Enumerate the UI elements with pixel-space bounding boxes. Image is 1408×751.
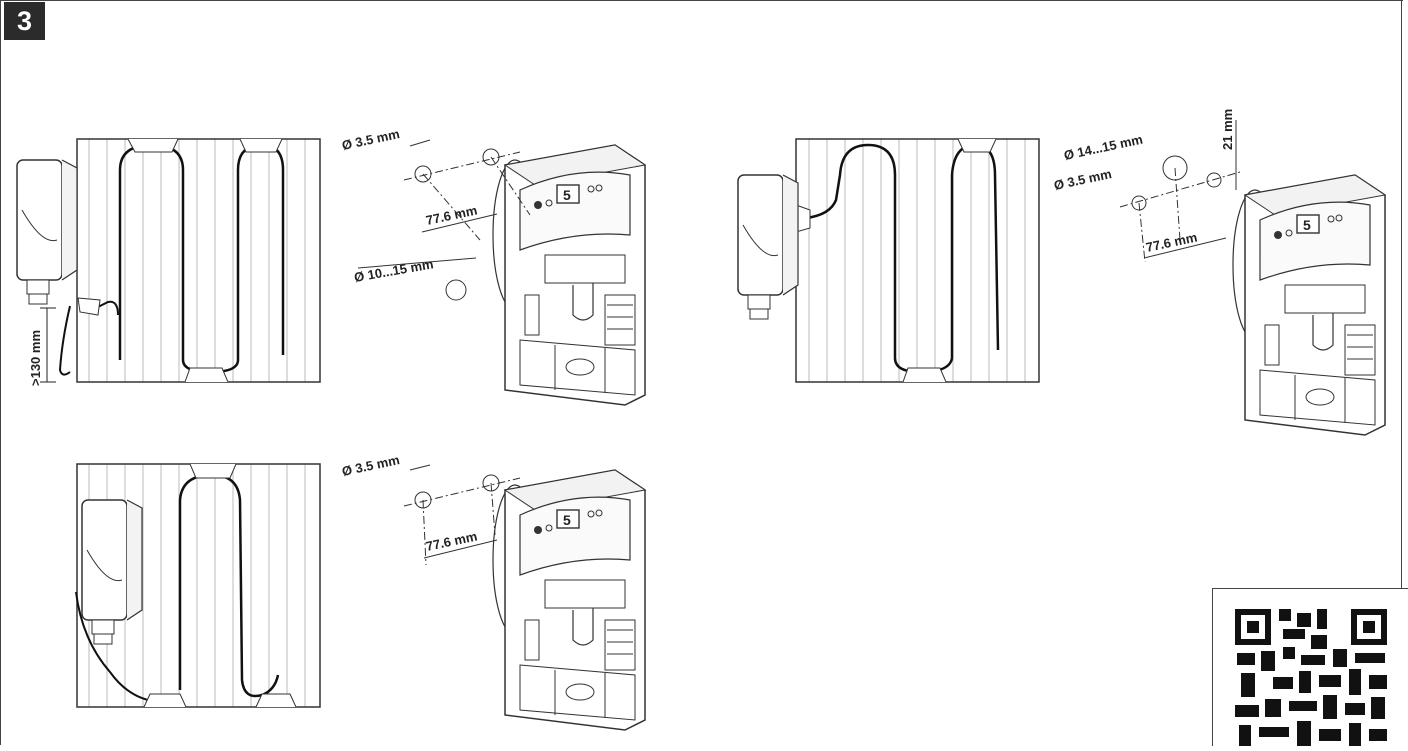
frame-border-top bbox=[0, 0, 1403, 1]
panel-c-wall bbox=[75, 463, 321, 708]
panel-b-device bbox=[1119, 120, 1386, 436]
dim-a-hole-large: Ø 10...15 mm bbox=[353, 256, 435, 285]
qr-code-icon bbox=[1235, 609, 1387, 746]
dim-b-hole-small: Ø 3.5 mm bbox=[1053, 166, 1113, 193]
qr-code-box bbox=[1212, 588, 1408, 746]
step-number-badge: 3 bbox=[4, 2, 45, 40]
panel-a-device bbox=[357, 139, 646, 406]
dim-b-offset: 21 mm bbox=[1220, 109, 1235, 150]
frame-border-left bbox=[0, 0, 1, 745]
panel-a-wall bbox=[16, 138, 321, 383]
dim-a-cable-clearance: >130 mm bbox=[28, 330, 43, 386]
panel-c-device bbox=[403, 464, 646, 731]
panel-b-wall bbox=[737, 138, 1040, 383]
dim-c-hole-small: Ø 3.5 mm bbox=[341, 452, 401, 479]
dim-c-spacing: 77.6 mm bbox=[425, 528, 479, 553]
frame-border-right bbox=[1401, 0, 1402, 588]
dim-a-hole-small: Ø 3.5 mm bbox=[341, 126, 401, 153]
dim-b-hole-large: Ø 14...15 mm bbox=[1063, 132, 1145, 163]
